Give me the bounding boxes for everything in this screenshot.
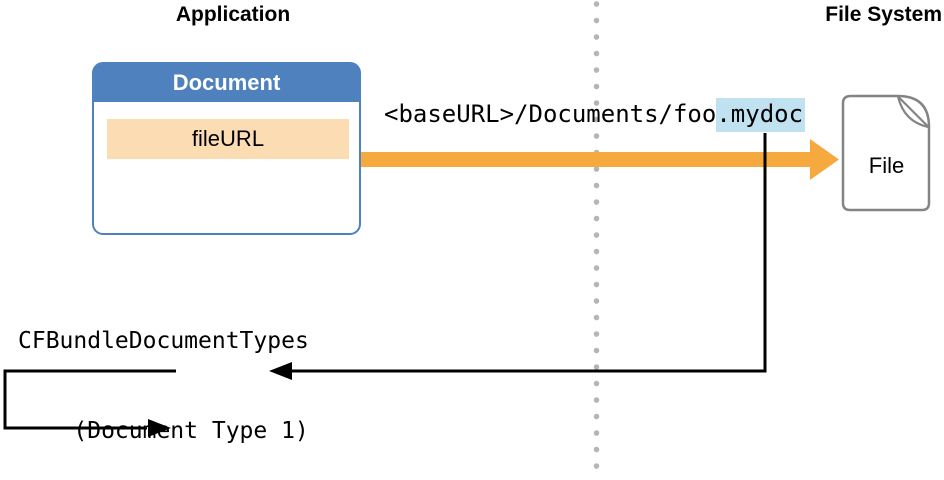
- file-icon: [841, 94, 931, 212]
- fileurl-field-label: fileURL: [191, 126, 265, 151]
- extension-to-plist-connector: [269, 133, 767, 380]
- document-box-header: Document: [94, 64, 359, 102]
- plist-line-document-types: CFBundleDocumentTypes: [18, 328, 309, 354]
- folded-corner: [896, 95, 930, 129]
- document-box: Document fileURL: [92, 62, 361, 235]
- plist-line-doc-type-1: (Document Type 1): [73, 418, 309, 444]
- file-icon-label: File: [868, 153, 905, 178]
- save-arrow: [361, 139, 839, 180]
- fileurl-field: fileURL: [107, 119, 349, 159]
- extension-to-content-type-connector: [3, 369, 176, 437]
- plist-block: CFBundleDocumentTypes (Document Type 1) …: [18, 266, 433, 480]
- file-url-label: <baseURL>/Documents/foo.mydoc: [384, 97, 806, 132]
- document-box-title: Document: [172, 70, 281, 95]
- file-system-title: File System: [825, 3, 942, 26]
- application-title: Application: [175, 3, 291, 26]
- file-url-extension-highlight: .mydoc: [716, 98, 806, 132]
- file-url-prefix: <baseURL>/Documents/foo: [384, 100, 717, 128]
